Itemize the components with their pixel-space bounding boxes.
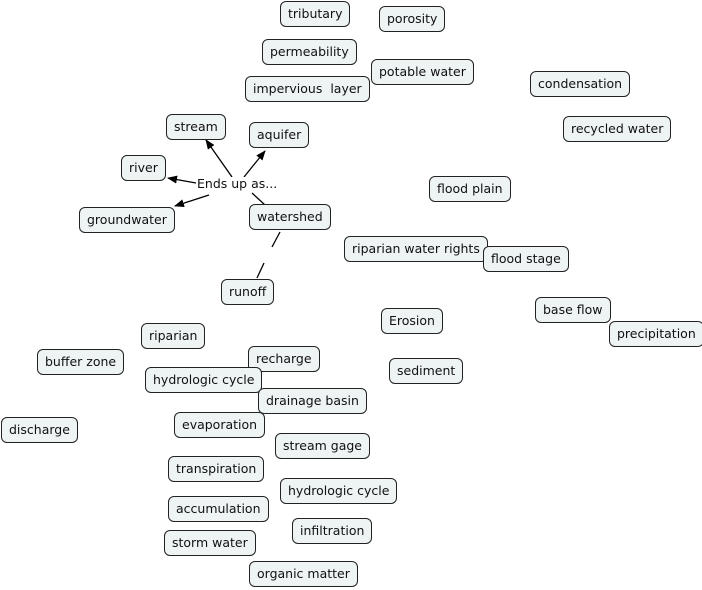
concept-hydrologic-cycle-1[interactable]: hydrologic cycle	[145, 367, 263, 393]
concept-riparian-water-rights[interactable]: riparian water rights	[344, 236, 488, 262]
concept-groundwater[interactable]: groundwater	[79, 207, 175, 233]
concept-organic-matter[interactable]: organic matter	[249, 561, 358, 587]
concept-runoff[interactable]: runoff	[221, 279, 275, 305]
concept-precipitation[interactable]: precipitation	[609, 321, 702, 347]
concept-potable-water[interactable]: potable water	[371, 59, 474, 85]
concept-hydrologic-cycle-2[interactable]: hydrologic cycle	[280, 478, 398, 504]
concept-stream-gage[interactable]: stream gage	[275, 433, 370, 459]
concept-impervious-layer[interactable]: impervious layer	[245, 76, 370, 102]
concept-porosity[interactable]: porosity	[379, 6, 446, 32]
watershed-to-label-line	[251, 192, 266, 206]
concept-recharge[interactable]: recharge	[248, 346, 320, 372]
concept-storm-water[interactable]: storm water	[164, 530, 256, 556]
concept-drainage-basin[interactable]: drainage basin	[258, 388, 367, 414]
concept-infiltration[interactable]: infiltration	[292, 518, 373, 544]
concept-tributary[interactable]: tributary	[280, 1, 351, 27]
concept-sediment[interactable]: sediment	[389, 358, 464, 384]
concept-permeability[interactable]: permeability	[262, 39, 357, 65]
concept-erosion[interactable]: Erosion	[381, 308, 443, 334]
concept-buffer-zone[interactable]: buffer zone	[37, 349, 125, 375]
label-to-river-arrow	[167, 175, 197, 184]
concept-recycled-water[interactable]: recycled water	[563, 116, 672, 142]
concept-stream[interactable]: stream	[166, 114, 226, 140]
concept-riparian[interactable]: riparian	[141, 323, 206, 349]
concept-condensation[interactable]: condensation	[530, 71, 631, 97]
label-to-stream-arrow	[205, 139, 233, 178]
concept-aquifer[interactable]: aquifer	[249, 122, 310, 148]
runoff-to-watershed-line-b	[271, 231, 281, 248]
label-to-groundwater-arrow	[174, 194, 210, 208]
concept-flood-stage[interactable]: flood stage	[483, 246, 569, 272]
runoff-to-watershed-line-a	[256, 262, 265, 279]
concept-flood-plain[interactable]: flood plain	[429, 176, 511, 202]
concept-watershed[interactable]: watershed	[249, 204, 331, 230]
ends-up-as-label: Ends up as...	[197, 176, 278, 191]
concept-evaporation[interactable]: evaporation	[174, 412, 266, 438]
concept-discharge[interactable]: discharge	[1, 417, 78, 443]
concept-accumulation[interactable]: accumulation	[168, 496, 269, 522]
concept-transpiration[interactable]: transpiration	[168, 456, 265, 482]
label-to-aquifer-arrow	[243, 150, 266, 178]
concept-river[interactable]: river	[121, 155, 166, 181]
concept-base-flow[interactable]: base flow	[535, 297, 611, 323]
